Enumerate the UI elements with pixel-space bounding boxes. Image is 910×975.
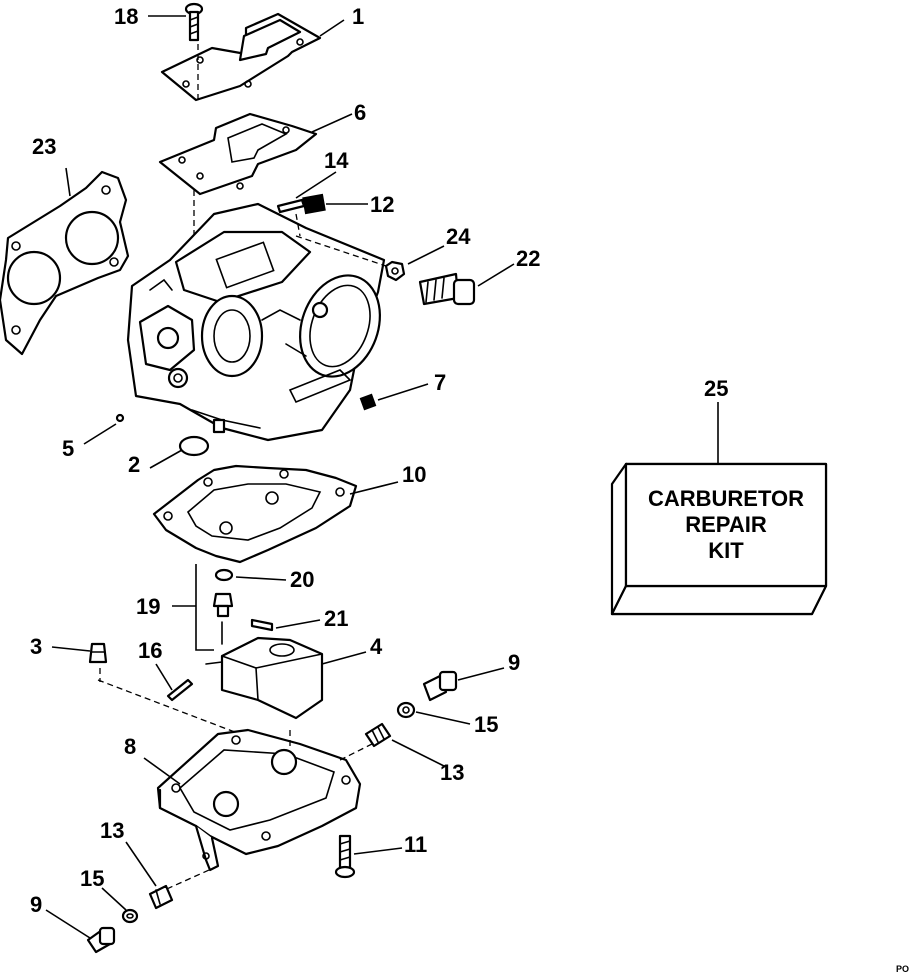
part-7-plug — [359, 393, 377, 411]
kit-line-1: CARBURETOR — [648, 486, 804, 511]
part-1-cover-plate — [160, 12, 322, 102]
leader-lines — [45, 15, 719, 939]
callout-7: 7 — [434, 370, 446, 395]
callout-13-upper: 13 — [440, 760, 464, 785]
part-8-float-bowl — [156, 728, 362, 872]
callout-15-lower: 15 — [80, 866, 104, 891]
callout-14: 14 — [324, 148, 349, 173]
part-10-gasket — [152, 464, 358, 564]
callout-18: 18 — [114, 4, 138, 29]
kit-line-2: REPAIR — [685, 512, 767, 537]
callout-5: 5 — [62, 436, 74, 461]
part-24-washer — [384, 260, 406, 282]
part-21-pin — [250, 618, 274, 632]
part-15-washer-lower — [121, 908, 139, 924]
part-14-pin — [276, 198, 306, 214]
callout-2: 2 — [128, 452, 140, 477]
part-13-jet-upper — [364, 722, 392, 748]
callout-13-lower: 13 — [100, 818, 124, 843]
callout-21: 21 — [324, 606, 348, 631]
part-9-plug-lower — [86, 926, 116, 954]
part-18-screw — [184, 2, 204, 42]
callout-25: 25 — [704, 376, 728, 401]
callout-20: 20 — [290, 567, 314, 592]
kit-line-3: KIT — [708, 538, 744, 563]
part-11-screw — [334, 834, 356, 879]
part-6-gasket — [158, 112, 318, 196]
callout-6: 6 — [354, 100, 366, 125]
callout-1: 1 — [352, 4, 364, 29]
part-20-o-ring — [214, 568, 234, 582]
callout-9-upper: 9 — [508, 650, 520, 675]
callout-22: 22 — [516, 246, 540, 271]
callout-3: 3 — [30, 634, 42, 659]
part-3-jet — [88, 642, 108, 664]
callout-15-upper: 15 — [474, 712, 498, 737]
callout-labels: 18 1 6 23 14 12 24 22 7 5 2 10 20 19 21 … — [30, 4, 728, 917]
callout-10: 10 — [402, 462, 426, 487]
callout-23: 23 — [32, 134, 56, 159]
corner-code: PO — [896, 964, 909, 974]
callout-8: 8 — [124, 734, 136, 759]
part-13-jet-lower — [148, 884, 174, 910]
part-23-intake-gasket — [0, 170, 130, 356]
part-15-washer-upper — [396, 701, 416, 719]
part-22-screw — [418, 272, 476, 306]
part-25-repair-kit-box — [610, 462, 828, 616]
carburetor-body — [126, 202, 386, 442]
callout-4: 4 — [370, 634, 383, 659]
part-12-needle-valve — [302, 193, 326, 215]
part-19-inlet-needle — [212, 592, 234, 645]
callout-24: 24 — [446, 224, 471, 249]
repair-kit-label: CARBURETOR REPAIR KIT — [648, 486, 804, 563]
part-2-plug — [178, 435, 210, 457]
part-5-ball — [115, 413, 125, 423]
part-4-float — [205, 636, 324, 720]
callout-9-lower: 9 — [30, 892, 42, 917]
callout-11: 11 — [404, 832, 427, 857]
callout-12: 12 — [370, 192, 394, 217]
part-16-pin — [166, 678, 194, 702]
callout-19: 19 — [136, 594, 160, 619]
part-9-plug-upper — [422, 670, 458, 702]
callout-16: 16 — [138, 638, 162, 663]
